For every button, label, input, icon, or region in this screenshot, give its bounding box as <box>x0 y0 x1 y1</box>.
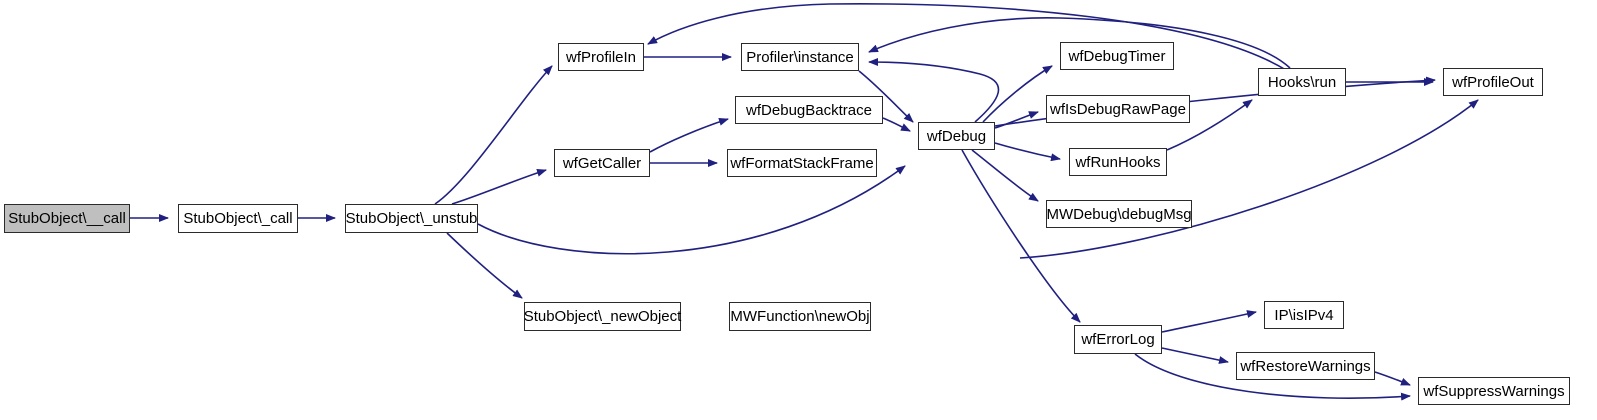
node-label: StubObject\_newObject <box>523 308 682 325</box>
node-label: StubObject\__call <box>8 210 126 227</box>
edge-stub_unstub-to-stub_newobject <box>446 232 523 299</box>
edge-stub_unstub-to-wfgetcaller <box>451 168 547 205</box>
edge-wfdebug-to-mwdebugmsg <box>971 149 1039 202</box>
node-label: wfDebugTimer <box>1068 47 1166 65</box>
edge-profiler_inst-to-wfdebug <box>858 70 914 123</box>
node-label: wfProfileOut <box>1452 73 1534 91</box>
edge-wferrorlog-to-wfrestorewarn <box>1161 347 1229 364</box>
edge-wfdebug-to-profiler_inst <box>868 58 1000 123</box>
edge-wfdebug-to-wfprofileout <box>994 76 1436 127</box>
node-label: StubObject\_unstub <box>345 210 478 227</box>
node-label: MWDebug\debugMsg <box>1046 205 1192 223</box>
edge-wfprofileout_in-to-wfprofileout <box>1019 99 1479 259</box>
node-ip_isipv4[interactable]: IP\isIPv4 <box>1264 301 1344 329</box>
node-stub_call2[interactable]: StubObject\__call <box>4 204 130 233</box>
node-wfdebugtimer[interactable]: wfDebugTimer <box>1060 42 1174 70</box>
node-label: wfRunHooks <box>1075 153 1161 171</box>
node-wfisdebugraw[interactable]: wfIsDebugRawPage <box>1046 95 1190 123</box>
node-profiler_inst[interactable]: Profiler\instance <box>741 43 859 71</box>
edge-wferrorlog-to-ip_isipv4 <box>1161 310 1257 333</box>
node-mwfunc_newobj[interactable]: MWFunction\newObj <box>729 302 871 331</box>
node-label: IP\isIPv4 <box>1274 306 1334 324</box>
node-label: Hooks\run <box>1267 73 1337 91</box>
node-wfdebugbt[interactable]: wfDebugBacktrace <box>735 96 883 124</box>
node-label: wfProfileIn <box>565 48 637 66</box>
node-wferrorlog[interactable]: wfErrorLog <box>1074 325 1162 354</box>
node-label: Profiler\instance <box>746 48 854 66</box>
node-wfrestorewarn[interactable]: wfRestoreWarnings <box>1236 352 1375 380</box>
edge-hooks_run-to-profiler_inst <box>868 17 1291 69</box>
edge-wfdebug-to-wferrorlog <box>961 149 1081 323</box>
node-label: wfRestoreWarnings <box>1240 357 1371 375</box>
node-wfprofilein[interactable]: wfProfileIn <box>558 43 644 71</box>
edge-wferrorlog-to-wfsuppresswarn <box>1134 353 1411 401</box>
node-label: wfGetCaller <box>562 154 642 172</box>
node-hooks_run[interactable]: Hooks\run <box>1258 68 1346 96</box>
edge-stub_unstub-to-wfdebug <box>477 165 906 255</box>
edge-wfrunhooks-to-hooks_run <box>1166 99 1253 151</box>
node-wfgetcaller[interactable]: wfGetCaller <box>554 149 650 177</box>
edge-wfdebug-to-wfisdebugraw <box>994 111 1039 129</box>
node-stub_newobject[interactable]: StubObject\_newObject <box>524 302 681 331</box>
node-label: wfDebugBacktrace <box>746 101 872 119</box>
node-stub_call[interactable]: StubObject\_call <box>178 204 298 233</box>
edge-hooks_run-to-wfprofilein <box>647 3 1287 71</box>
node-label: wfIsDebugRawPage <box>1050 100 1186 118</box>
node-mwdebugmsg[interactable]: MWDebug\debugMsg <box>1046 200 1192 228</box>
node-label: StubObject\_call <box>183 210 293 227</box>
node-label: wfErrorLog <box>1081 331 1155 348</box>
edge-stub_unstub-to-wfprofilein <box>434 65 553 205</box>
node-wfdebug[interactable]: wfDebug <box>918 122 995 150</box>
edge-wfgetcaller-to-wfdebugbt <box>649 117 729 153</box>
edge-wfdebug-to-wfdebugtimer <box>982 65 1053 123</box>
edge-wfdebug-to-wfrunhooks <box>994 142 1061 162</box>
node-wfformatsf[interactable]: wfFormatStackFrame <box>727 149 877 177</box>
node-label: wfDebug <box>926 127 987 145</box>
node-wfprofileout[interactable]: wfProfileOut <box>1443 68 1543 96</box>
edge-wfdebugbt-to-wfdebug <box>882 117 911 132</box>
node-label: wfFormatStackFrame <box>730 154 874 172</box>
node-wfrunhooks[interactable]: wfRunHooks <box>1069 148 1167 176</box>
edge-wfrestorewarn-to-wfsuppresswarn <box>1374 371 1411 386</box>
node-stub_unstub[interactable]: StubObject\_unstub <box>345 204 478 233</box>
node-label: MWFunction\newObj <box>730 308 870 325</box>
node-wfsuppresswarn[interactable]: wfSuppressWarnings <box>1418 377 1570 405</box>
node-label: wfSuppressWarnings <box>1423 382 1565 400</box>
